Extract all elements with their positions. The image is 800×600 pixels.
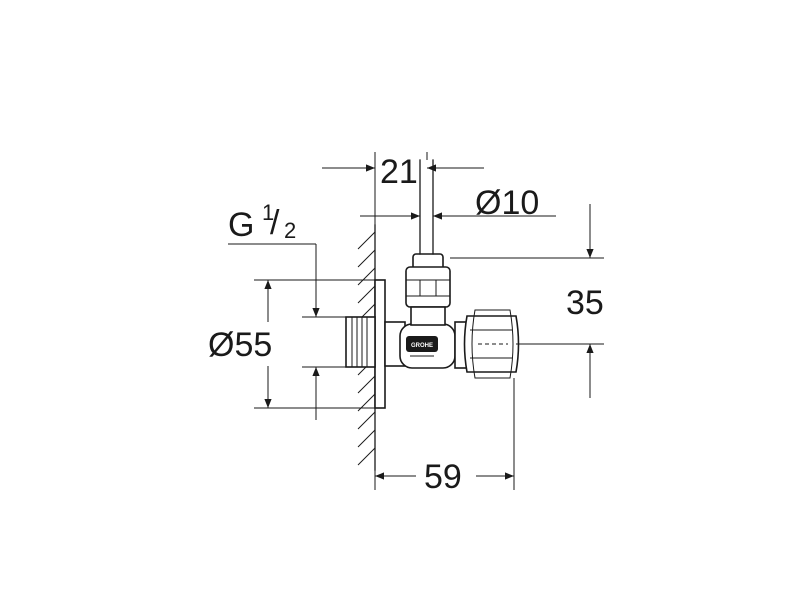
dim-pipe-diameter: Ø10 [360,184,556,222]
dim-thread-slash: / [270,204,280,242]
pipe-outlet [419,159,434,255]
wall-hatching [357,231,376,466]
dim-35: 35 [450,204,604,398]
dim-59: 59 [374,378,515,496]
dim-59-label: 59 [424,458,462,496]
dim-rosette-diameter: Ø55 [208,279,375,409]
dim-thread-main: G [228,206,254,244]
top-nut [405,253,451,326]
dim-21-label: 21 [380,153,418,191]
brand-mark: GROHE [411,343,433,349]
dim-thread: G 1 / 2 [228,200,346,420]
shutoff-knob [454,309,520,379]
valve-body: GROHE [384,321,456,369]
dim-pipe-diameter-label: Ø10 [475,184,539,222]
rosette-plate [374,279,386,409]
brand-plate [406,336,438,352]
thread-connector [345,316,376,368]
dim-rosette-diameter-label: Ø55 [208,326,272,364]
dim-35-label: 35 [566,284,604,322]
dim-thread-num: 1 [262,200,274,225]
dim-21: 21 [322,152,484,225]
dim-thread-den: 2 [284,218,296,243]
